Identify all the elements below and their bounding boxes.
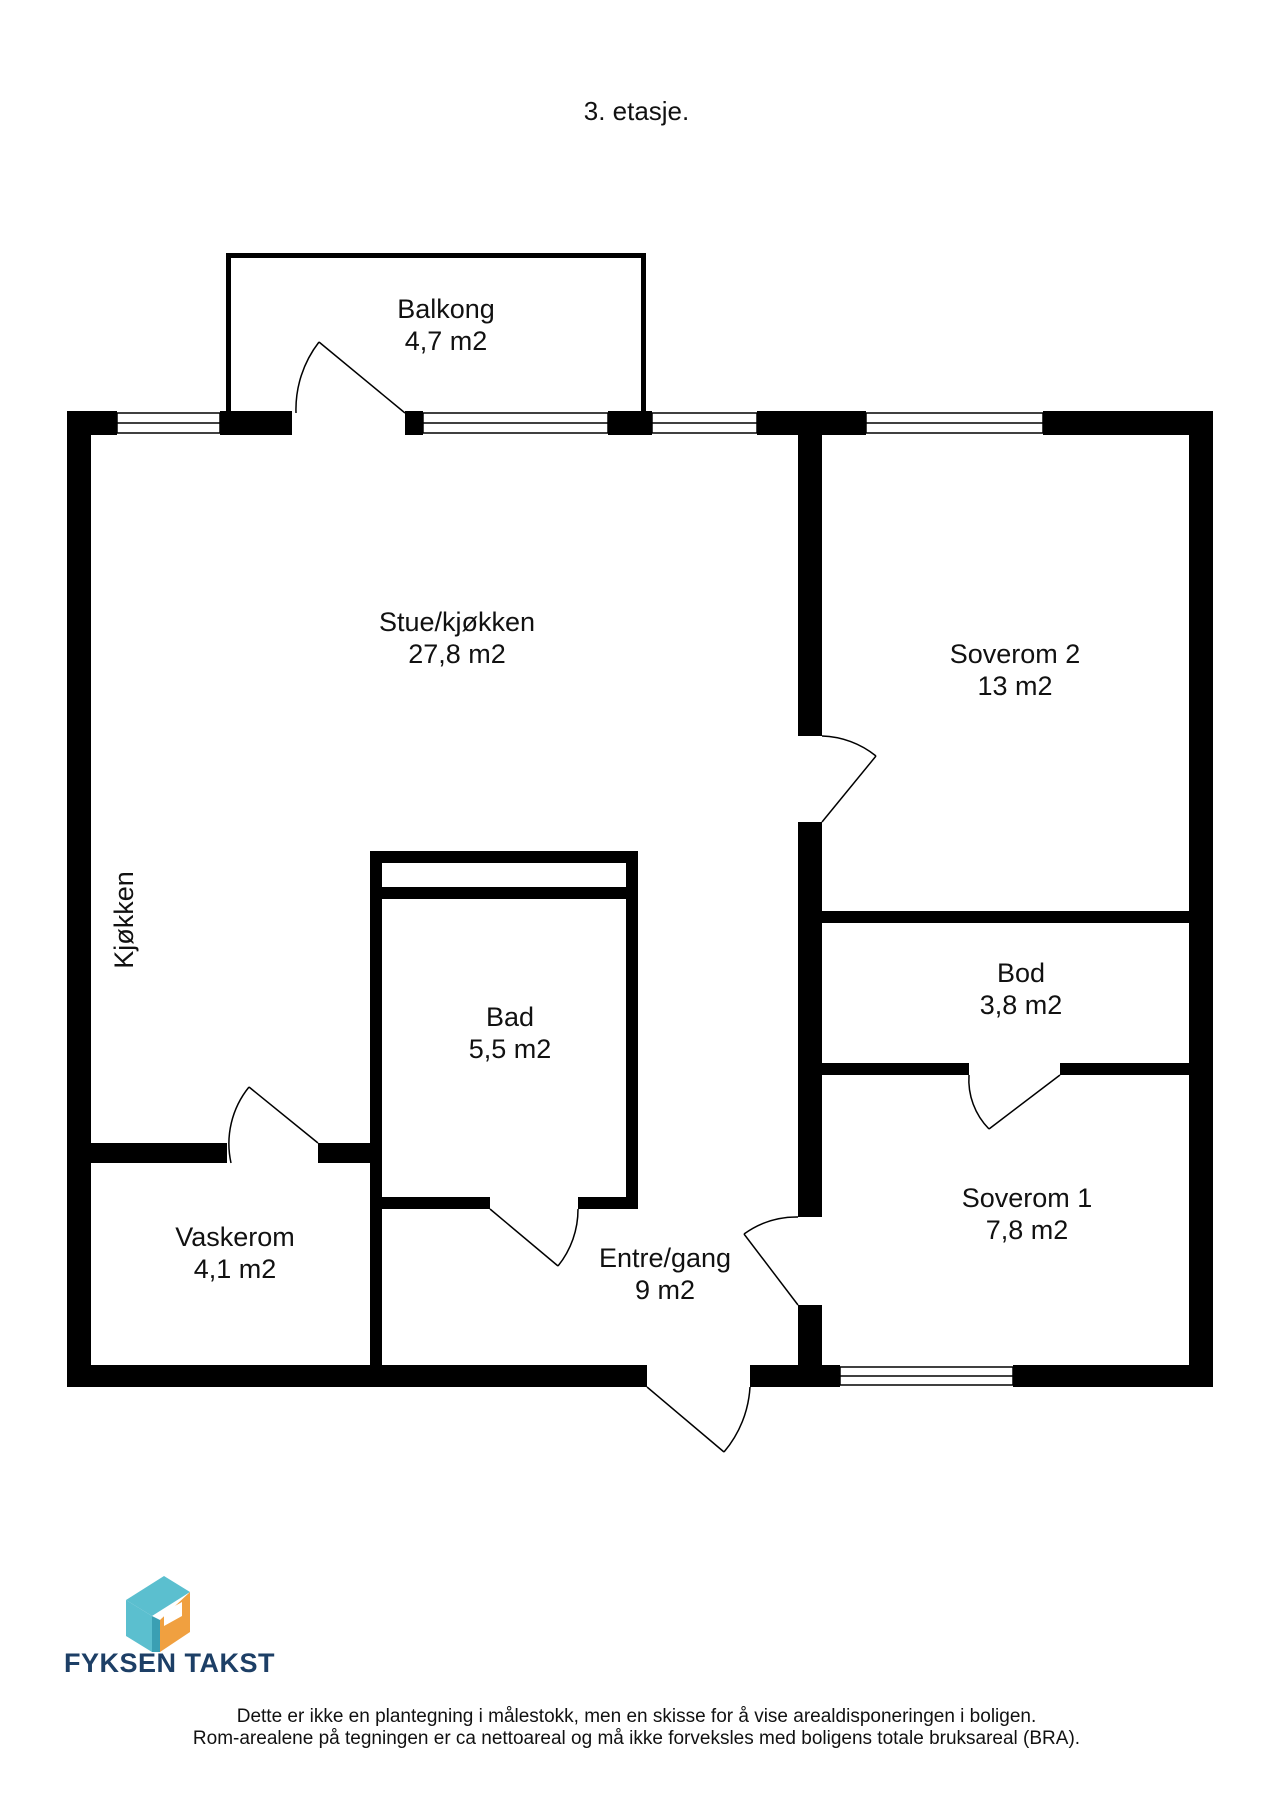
laundry-door xyxy=(228,1086,319,1164)
room-name: Entre/gang xyxy=(599,1243,731,1273)
room-area: 3,8 m2 xyxy=(980,990,1063,1020)
disclaimer-line-1: Dette er ikke en plantegning i målestokk… xyxy=(236,1706,1037,1727)
interior-wall xyxy=(822,911,1189,923)
kitchen-label: Kjøkken xyxy=(109,871,139,969)
window xyxy=(116,412,221,434)
outer-wall-right xyxy=(1189,411,1213,1387)
room-area: 27,8 m2 xyxy=(408,639,506,669)
room-name: Soverom 1 xyxy=(962,1183,1093,1213)
room-area: 4,7 m2 xyxy=(405,326,488,356)
balcony-outline xyxy=(226,253,646,413)
outer-wall-bottom xyxy=(67,1365,1213,1387)
fyksen-takst-logo-icon xyxy=(126,1576,190,1652)
interior-wall xyxy=(822,1063,1189,1075)
window xyxy=(651,412,758,434)
window xyxy=(422,412,609,434)
bedroom2-door xyxy=(821,735,877,823)
outer-wall-top xyxy=(67,411,1213,435)
interior-wall xyxy=(798,433,822,1365)
outer-wall-left xyxy=(67,411,91,1387)
room-name: Bod xyxy=(997,958,1045,988)
bathroom-door xyxy=(489,1208,579,1267)
room-name: Stue/kjøkken xyxy=(379,607,535,637)
room-name: Bad xyxy=(486,1002,534,1032)
bedroom1-door xyxy=(743,1216,799,1306)
room-area: 7,8 m2 xyxy=(986,1215,1069,1245)
room-area: 9 m2 xyxy=(635,1275,695,1305)
logo-text: FYKSEN TAKST xyxy=(64,1648,276,1678)
balcony-door xyxy=(295,341,406,414)
bathroom-walls xyxy=(370,851,638,1365)
room-name: Soverom 2 xyxy=(950,639,1081,669)
interior-wall xyxy=(67,1143,376,1163)
storage-door xyxy=(968,1074,1061,1130)
entrance-door xyxy=(646,1386,751,1453)
window xyxy=(865,412,1044,434)
disclaimer-line-2: Rom-arealene på tegningen er ca nettoare… xyxy=(192,1728,1081,1749)
room-area: 4,1 m2 xyxy=(194,1254,277,1284)
room-area: 13 m2 xyxy=(977,671,1052,701)
window xyxy=(839,1366,1014,1386)
floor-title: 3. etasje. xyxy=(583,96,690,126)
room-name: Vaskerom xyxy=(175,1222,295,1252)
room-area: 5,5 m2 xyxy=(469,1034,552,1064)
room-name: Balkong xyxy=(397,294,495,324)
